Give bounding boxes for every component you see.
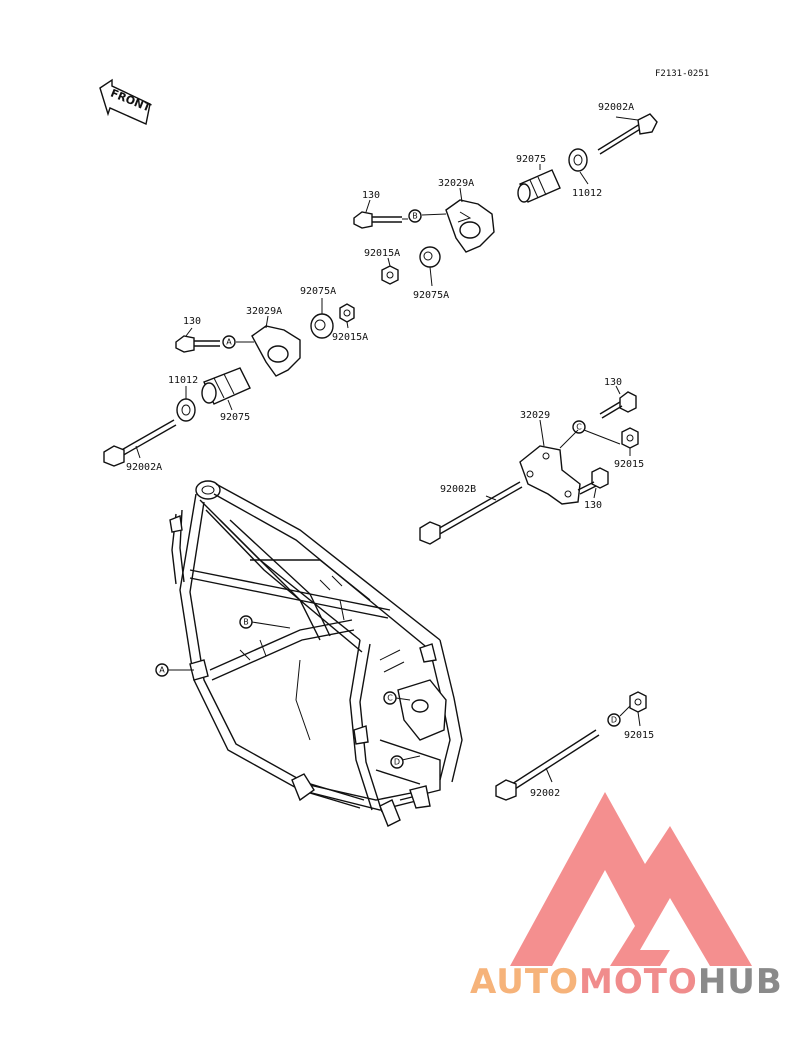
washer-11012-mid — [176, 386, 196, 422]
ref-circle-D-right — [607, 713, 621, 727]
ref-circle-A-frame — [155, 663, 169, 677]
front-arrow-icon: FRONT — [99, 78, 153, 125]
label-130-right-top: 130 — [604, 377, 622, 388]
watermark-part-auto: AUTO — [470, 962, 579, 1002]
ref-circle-B-top — [408, 209, 422, 223]
watermark-part-moto: MOTO — [578, 962, 698, 1002]
bolt-92002B — [419, 481, 523, 545]
ref-letter-D-right: D — [611, 716, 617, 725]
ref-letter-C-frame: C — [387, 694, 393, 703]
collar-92075-mid — [201, 367, 251, 411]
label-92075-mid: 92075 — [220, 412, 250, 423]
label-92075A-mid: 92075A — [300, 286, 336, 297]
diagram-code: F2131-0251 — [655, 69, 709, 79]
nut-92015-right — [621, 427, 639, 456]
frame-drawing — [169, 480, 463, 827]
label-32029A-top: 32029A — [438, 178, 474, 189]
label-11012-mid: 11012 — [168, 375, 198, 386]
label-92002A-top: 92002A — [598, 102, 634, 113]
label-32029-right: 32029 — [520, 410, 550, 421]
washer-11012-top — [568, 148, 589, 185]
ref-circle-A-top — [222, 335, 236, 349]
ref-letter-B-frame: B — [243, 618, 249, 627]
bushing-92075A-mid — [310, 298, 334, 339]
label-92015-bottom: 92015 — [624, 730, 654, 741]
ref-letter-C-top: C — [576, 423, 582, 432]
label-92002-bottom: 92002 — [530, 788, 560, 799]
label-92002B: 92002B — [440, 484, 476, 495]
collar-92075-top — [517, 164, 561, 203]
watermark-wordmark: AUTOMOTOHUB — [470, 962, 800, 1002]
label-130-mid: 130 — [183, 316, 201, 327]
label-92075A-top: 92075A — [413, 290, 449, 301]
label-92015-right: 92015 — [614, 459, 644, 470]
label-130-right-bottom: 130 — [584, 500, 602, 511]
bolt-92002A-mid — [103, 419, 177, 467]
bracket-32029A-top — [445, 187, 495, 253]
label-92015A-mid: 92015A — [332, 332, 368, 343]
ref-letter-A-top: A — [226, 338, 232, 347]
watermark-part-hub: HUB — [697, 962, 783, 1002]
ref-circle-C-frame — [383, 691, 397, 705]
ref-letter-D-frame: D — [394, 758, 400, 767]
automotohub-logo-icon — [510, 792, 752, 966]
bracket-32029-right — [519, 419, 621, 505]
label-11012-top: 11012 — [572, 188, 602, 199]
label-92002A-mid: 92002A — [126, 462, 162, 473]
bolt-92002A-top — [597, 113, 658, 155]
ref-letter-A-frame: A — [159, 666, 165, 675]
bolt-130-mid — [175, 327, 254, 353]
label-130-top: 130 — [362, 190, 380, 201]
ref-letter-B-top: B — [412, 212, 418, 221]
label-92075-top: 92075 — [516, 154, 546, 165]
bushing-92075A-top — [419, 246, 441, 287]
ref-circle-B-frame — [239, 615, 253, 629]
nut-92015-bottom — [619, 691, 647, 727]
bolt-130-right-bottom — [577, 467, 609, 499]
ref-circle-C-top — [572, 420, 586, 434]
nut-92015A-mid — [339, 303, 355, 329]
logo-triangle-outer — [510, 792, 752, 966]
ref-circle-D-frame — [390, 755, 404, 769]
bolt-92002-bottom — [495, 729, 600, 801]
bolt-130-right-top — [599, 385, 637, 419]
bracket-32029A-mid — [251, 315, 301, 377]
bolt-130-top — [353, 199, 447, 229]
label-32029A-mid: 32029A — [246, 306, 282, 317]
label-92015A-top: 92015A — [364, 248, 400, 259]
nut-92015A-top — [381, 257, 399, 285]
